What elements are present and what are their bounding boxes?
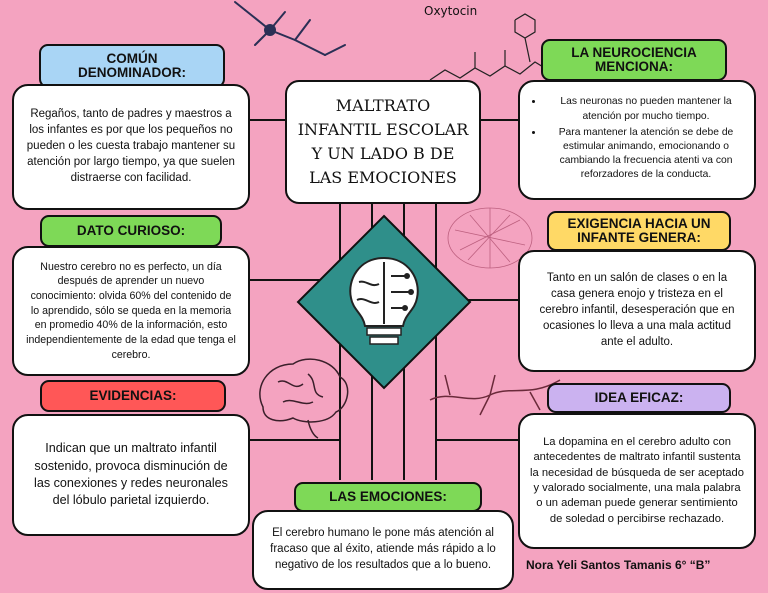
main-title: MALTRATO INFANTIL ESCOLAR Y UN LADO B DE… xyxy=(285,80,481,204)
exigencia-text: Tanto en un salón de clases o en la casa… xyxy=(518,250,756,372)
dato-heading: DATO CURIOSO: xyxy=(40,215,222,247)
neurociencia-item: Las neuronas no pueden mantener la atenc… xyxy=(544,95,748,123)
evidencias-heading: EVIDENCIAS: xyxy=(40,380,226,412)
brain-outline-icon xyxy=(259,358,349,439)
oxytocin-label: Oxytocin xyxy=(424,4,478,18)
dato-text: Nuestro cerebro no es perfecto, un día d… xyxy=(12,246,250,376)
brain-lightbulb-icon xyxy=(349,256,419,345)
neurociencia-list: Las neuronas no pueden mantener la atenc… xyxy=(526,95,748,184)
idea-text: La dopamina en el cerebro adulto con ant… xyxy=(518,413,756,549)
comun-text: Regaños, tanto de padres y maestros a lo… xyxy=(12,84,250,210)
emociones-heading: LAS EMOCIONES: xyxy=(294,482,482,512)
brain-network-icon xyxy=(447,207,533,269)
neuron-icon xyxy=(429,374,561,416)
neuron-icon xyxy=(234,1,346,56)
neurociencia-item: Para mantener la atención se debe de est… xyxy=(544,126,748,183)
evidencias-text: Indican que un maltrato infantil sosteni… xyxy=(12,414,250,536)
comun-heading: COMÚN DENOMINADOR: xyxy=(39,44,225,88)
author-name: Nora Yeli Santos Tamanis 6° “B” xyxy=(526,558,711,572)
idea-heading: IDEA EFICAZ: xyxy=(547,383,731,413)
emociones-text: El cerebro humano le pone más atención a… xyxy=(252,510,514,590)
neurociencia-box: Las neuronas no pueden mantener la atenc… xyxy=(518,80,756,200)
neurociencia-heading: LA NEUROCIENCIA MENCIONA: xyxy=(541,39,727,81)
exigencia-heading: EXIGENCIA HACIA UN INFANTE GENERA: xyxy=(547,211,731,251)
